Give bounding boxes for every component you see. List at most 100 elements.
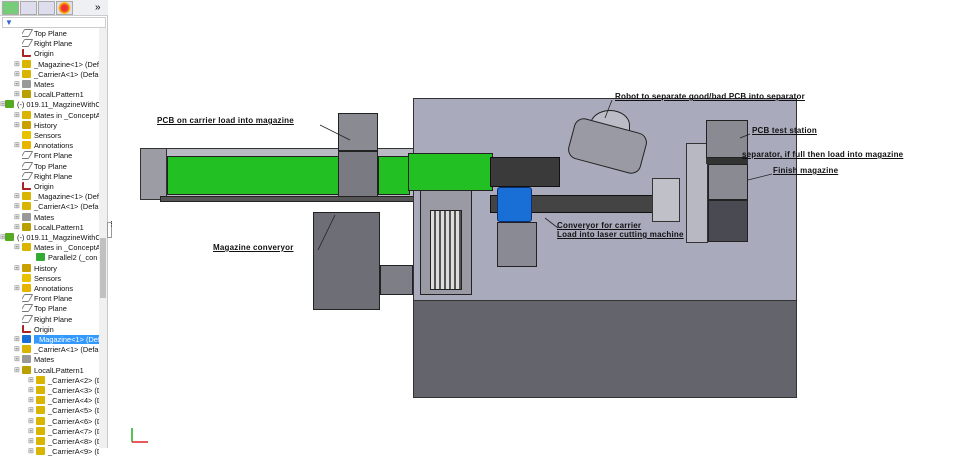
tree-item[interactable]: Front Plane — [22, 151, 99, 161]
tree-item[interactable]: Top Plane — [22, 161, 99, 172]
panel-tabs: » — [0, 0, 108, 16]
tree-item[interactable]: _Magazine<1> (Default — [22, 59, 99, 70]
filter-input[interactable]: ▼ — [2, 17, 106, 28]
tree-item[interactable]: Right Plane — [22, 39, 99, 49]
expand-toggle[interactable]: ⊞ — [28, 407, 34, 415]
tree-item[interactable]: Right Plane — [22, 314, 99, 325]
tree-item[interactable]: _CarrierA<3> (Def — [36, 386, 99, 396]
tree-item[interactable]: Top Plane — [22, 304, 99, 314]
tree-item[interactable]: Front Plane — [22, 294, 99, 304]
tree-item[interactable]: _CarrierA<1> (Default — [22, 69, 99, 80]
tree-item[interactable]: Parallel2 (_con — [36, 253, 99, 263]
expand-toggle[interactable]: ⊞ — [14, 193, 20, 201]
tree-item[interactable]: (-) 019.11_MagzineWithC — [5, 100, 99, 110]
tree-item[interactable]: Mates — [22, 80, 99, 90]
tree-item[interactable]: Mates — [22, 355, 99, 365]
assembly-icon — [5, 233, 14, 241]
expand-toggle[interactable]: ⊞ — [14, 142, 20, 150]
expand-toggle[interactable]: ⊞ — [14, 244, 20, 252]
tree-item[interactable]: Mates — [22, 212, 99, 223]
history-icon — [22, 120, 31, 129]
panel-splitter[interactable]: ⋮ — [107, 221, 115, 238]
tree-item[interactable]: _CarrierA<1> (Default — [22, 345, 99, 355]
pattern-icon — [22, 90, 31, 99]
tree-item-label: _CarrierA<5> (Def — [48, 406, 99, 416]
tree-item-label: Origin — [34, 182, 54, 191]
tree-item[interactable]: Mates in _ConceptAs — [22, 243, 99, 253]
tree-item[interactable]: _Magazine<1> (Default — [22, 192, 99, 202]
expand-toggle[interactable]: ⊞ — [0, 234, 6, 241]
label-test-station: PCB test station — [752, 126, 817, 135]
tree-item[interactable]: History — [22, 120, 99, 131]
expand-toggle[interactable]: ⊞ — [28, 397, 34, 405]
separator-slide — [686, 143, 708, 243]
tree-item[interactable]: Mates in _ConceptAs — [22, 110, 99, 121]
expand-panel-button[interactable]: » — [95, 2, 101, 13]
expand-toggle[interactable]: ⊞ — [14, 70, 20, 78]
tree-item[interactable]: Sensors — [22, 273, 99, 284]
tree-item-label: Top Plane — [34, 29, 67, 38]
tree-item[interactable]: _CarrierA<4> (Def — [36, 396, 99, 406]
expand-toggle[interactable]: ⊞ — [0, 101, 6, 109]
tree-item[interactable]: Right Plane — [22, 171, 99, 182]
tree-item[interactable]: History — [22, 263, 99, 274]
expand-toggle[interactable]: ⊞ — [14, 366, 20, 374]
appearance-tab[interactable] — [56, 1, 73, 15]
expand-toggle[interactable]: ⊞ — [28, 448, 34, 456]
tree-item[interactable]: _CarrierA<8> (Def — [36, 437, 99, 447]
tree-item-label: _CarrierA<1> (Default — [34, 345, 99, 355]
tree-item[interactable]: Origin — [22, 49, 99, 59]
origin-icon — [22, 49, 31, 58]
expand-toggle[interactable]: ⊞ — [14, 223, 20, 231]
tree-item[interactable]: Top Plane — [22, 29, 99, 39]
tree-item-label: (-) 019.11_MagzineWithC — [17, 233, 99, 242]
tree-scrollbar-thumb[interactable] — [100, 238, 106, 298]
tree-item[interactable]: Origin — [22, 182, 99, 192]
tree-item-label: Mates in _ConceptAs — [34, 110, 99, 120]
assembly-icon — [5, 100, 14, 109]
expand-toggle[interactable]: ⊞ — [14, 111, 20, 119]
expand-toggle[interactable]: ⊞ — [28, 387, 34, 394]
tree-item[interactable]: _CarrierA<9> (Def — [36, 447, 99, 457]
tree-item-label: _Magazine<1> (Default — [34, 335, 99, 344]
tree-item[interactable]: _CarrierA<5> (Def — [36, 406, 99, 416]
expand-toggle[interactable]: ⊞ — [28, 376, 34, 384]
feature-manager-tab[interactable] — [2, 1, 19, 15]
expand-toggle[interactable]: ⊞ — [14, 346, 20, 354]
history-icon — [22, 263, 31, 272]
expand-toggle[interactable]: ⊞ — [14, 203, 20, 211]
property-manager-tab[interactable] — [20, 1, 37, 15]
expand-toggle[interactable]: ⊞ — [14, 213, 20, 221]
tree-item[interactable]: Sensors — [22, 131, 99, 141]
tree-item-label: Top Plane — [34, 161, 67, 171]
expand-toggle[interactable]: ⊞ — [14, 60, 20, 68]
expand-toggle[interactable]: ⊞ — [14, 336, 20, 343]
tree-item[interactable]: _CarrierA<1> (Default — [22, 202, 99, 212]
expand-toggle[interactable]: ⊞ — [28, 438, 34, 445]
tree-item[interactable]: (-) 019.11_MagzineWithC — [5, 233, 99, 243]
expand-toggle[interactable]: ⊞ — [14, 264, 20, 272]
expand-toggle[interactable]: ⊞ — [14, 285, 20, 292]
tree-item[interactable]: _Magazine<1> (Default — [22, 335, 99, 345]
conveyor-stand — [497, 222, 537, 267]
label-separator: separator, if full then load into magazi… — [742, 150, 904, 159]
tree-item[interactable]: LocalLPattern1 — [22, 365, 99, 376]
tree-item[interactable]: Origin — [22, 324, 99, 335]
configuration-manager-tab[interactable] — [38, 1, 55, 15]
expand-toggle[interactable]: ⊞ — [14, 121, 20, 129]
part-icon — [22, 335, 31, 343]
expand-toggle[interactable]: ⊞ — [14, 91, 20, 99]
tree-item[interactable]: Annotations — [22, 141, 99, 151]
tree-item[interactable]: Annotations — [22, 284, 99, 294]
mates-icon — [22, 80, 31, 88]
expand-toggle[interactable]: ⊞ — [14, 81, 20, 88]
expand-toggle[interactable]: ⊞ — [28, 427, 34, 435]
tree-item[interactable]: LocalLPattern1 — [22, 222, 99, 233]
tree-item[interactable]: _CarrierA<7> (Def — [36, 426, 99, 437]
tree-item[interactable]: _CarrierA<6> (Def — [36, 416, 99, 427]
annotations-icon — [22, 284, 31, 292]
tree-item[interactable]: LocalLPattern1 — [22, 90, 99, 100]
tree-item[interactable]: _CarrierA<2> (Def — [36, 375, 99, 386]
expand-toggle[interactable]: ⊞ — [28, 417, 34, 425]
expand-toggle[interactable]: ⊞ — [14, 356, 20, 364]
